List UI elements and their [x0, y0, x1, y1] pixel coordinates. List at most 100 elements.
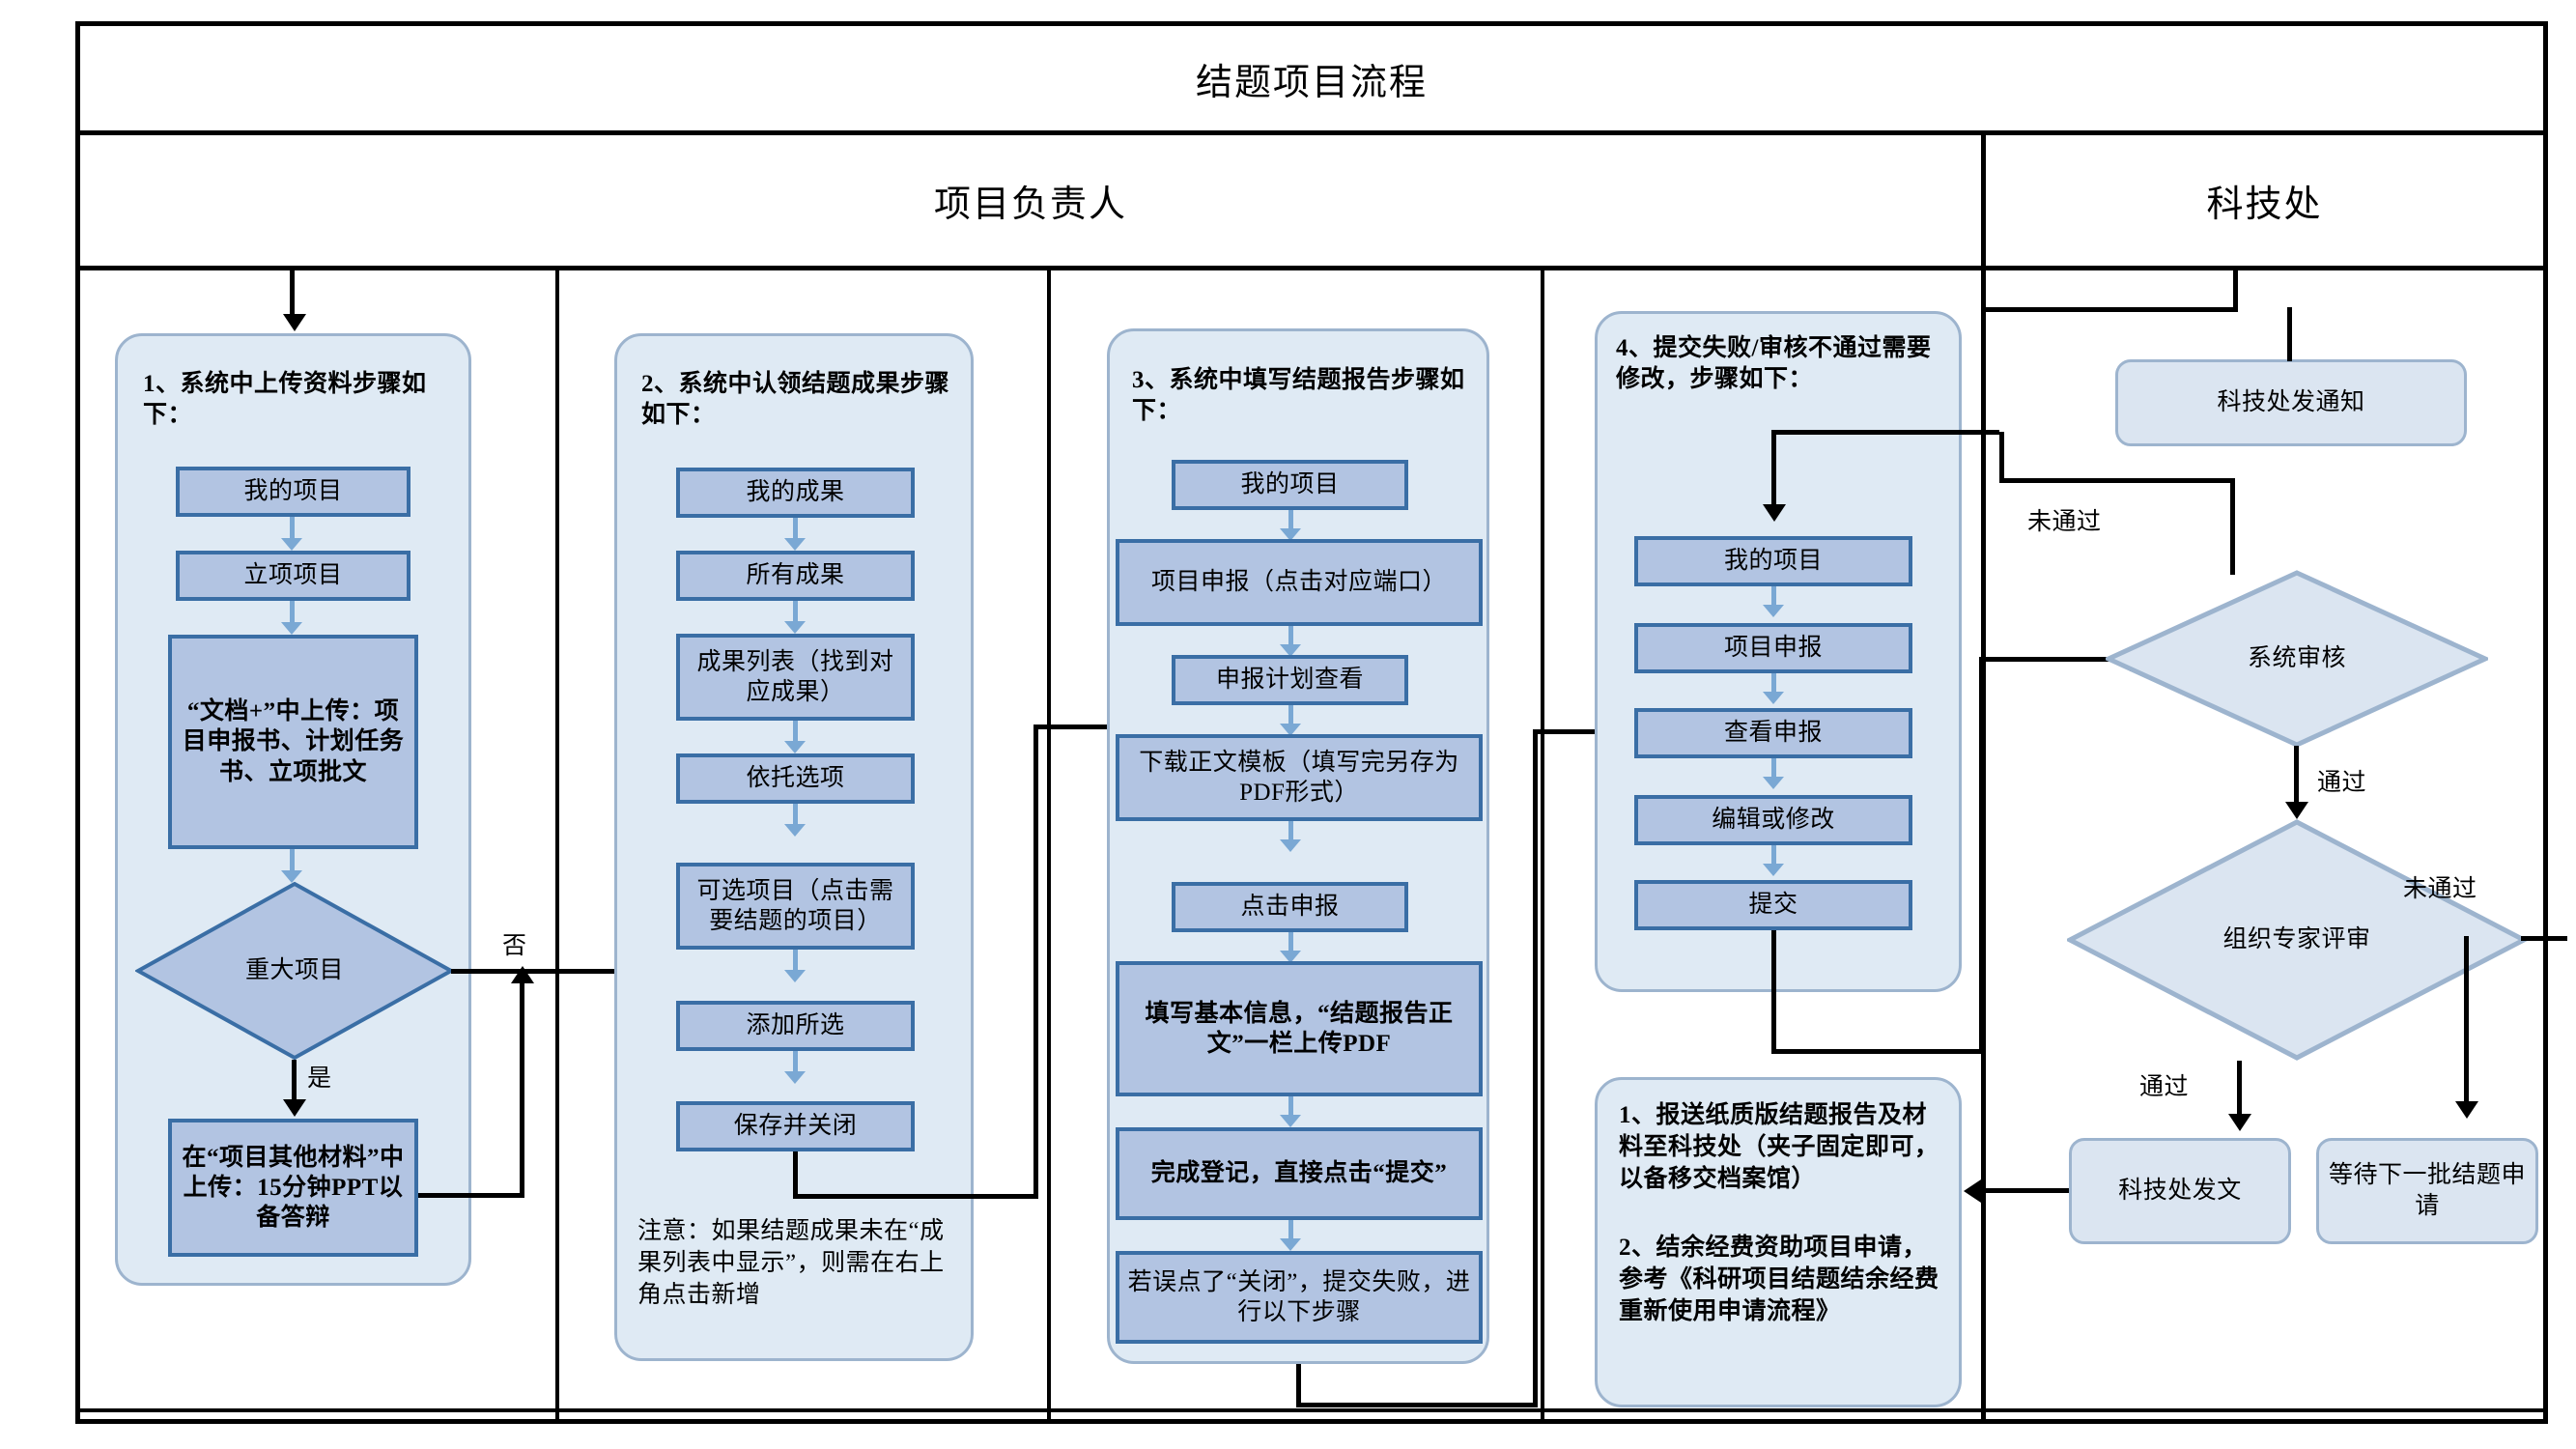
- g2-step-3[interactable]: 成果列表（找到对应成果）: [676, 634, 915, 721]
- g3-step-7[interactable]: 完成登记，直接点击“提交”: [1116, 1127, 1483, 1220]
- g3-arrow-4: [1279, 821, 1302, 852]
- g1-branch-no-label: 否: [502, 933, 527, 959]
- g4-step-1[interactable]: 我的项目: [1634, 536, 1912, 586]
- g2-step-2[interactable]: 所有成果: [676, 551, 915, 601]
- g3-arrow-2: [1279, 626, 1302, 657]
- office-dispatch-connector: [1982, 1188, 2069, 1193]
- g3-step-3[interactable]: 申报计划查看: [1172, 655, 1408, 705]
- g2-step-7[interactable]: 保存并关闭: [676, 1101, 915, 1151]
- g2-arrow-2: [783, 601, 807, 634]
- g4-step-3[interactable]: 查看申报: [1634, 708, 1912, 758]
- decision-expert-label: 组织专家评审: [2222, 926, 2371, 953]
- g1-step-3[interactable]: “文档+”中上传：项目申报书、计划任务书、立项批文: [168, 635, 418, 849]
- g3-step-5[interactable]: 点击申报: [1172, 882, 1408, 932]
- g2-arrow-3: [783, 721, 807, 753]
- notice-entry-vertical: [2287, 307, 2292, 361]
- column-divider-1: [555, 268, 559, 1424]
- g4-exit-horizontal-2: [1979, 657, 2133, 662]
- group-3-heading: 3、系统中填写结题报告步骤如下：: [1132, 367, 1465, 424]
- g3-step-8[interactable]: 若误点了“关闭”，提交失败，进行以下步骤: [1116, 1251, 1483, 1344]
- g3-arrow-3: [1279, 705, 1302, 736]
- g2-exit-vertical-2: [1033, 724, 1038, 1198]
- g3-step-2[interactable]: 项目申报（点击对应端口）: [1116, 539, 1483, 626]
- notice-entry-vertical-top: [2233, 270, 2238, 310]
- decision-expert-review[interactable]: 组织专家评审: [2064, 819, 2530, 1061]
- lane-header-owner: 项目负责人: [933, 185, 1127, 225]
- g4-step-2[interactable]: 项目申报: [1634, 623, 1912, 673]
- g1-arrow-1: [280, 517, 303, 551]
- g1-loop-horizontal: [418, 1193, 524, 1198]
- g3-step-6[interactable]: 填写基本信息，“结题报告正文”一栏上传PDF: [1116, 961, 1483, 1096]
- group-5-container: [1595, 1077, 1962, 1407]
- g2-step-6[interactable]: 添加所选: [676, 1001, 915, 1051]
- g3-arrow-1: [1279, 510, 1302, 541]
- g1-decision-major-project[interactable]: 重大项目: [133, 881, 456, 1061]
- group-2-heading: 2、系统中认领结题成果步骤如下：: [641, 371, 950, 428]
- g2-arrow-5: [783, 950, 807, 982]
- decision-system-label: 系统审核: [2247, 645, 2346, 672]
- group-4-heading: 4、提交失败/审核不通过需要修改，步骤如下：: [1616, 335, 1932, 392]
- g2-arrow-4: [783, 804, 807, 837]
- g2-step-5[interactable]: 可选项目（点击需要结题的项目）: [676, 863, 915, 950]
- pass1-vertical: [2294, 746, 2299, 806]
- g1-yes-connector-arrowhead: [283, 1099, 306, 1117]
- g4-step-5[interactable]: 提交: [1634, 880, 1912, 930]
- fail2-arrowhead: [2455, 1101, 2478, 1119]
- column-divider-3: [1541, 268, 1544, 1424]
- notice-entry-horizontal: [1984, 307, 2238, 312]
- g2-arrow-1: [783, 518, 807, 551]
- result-pass-box[interactable]: 科技处发文: [2069, 1138, 2291, 1244]
- g4-arrow-2: [1762, 673, 1785, 704]
- diagram-frame: [75, 21, 2548, 1424]
- g4-arrow-1: [1762, 586, 1785, 617]
- group-1-heading: 1、系统中上传资料步骤如下：: [143, 371, 427, 428]
- g2-note: 注意：如果结题成果未在“成果列表中显示”，则需在右上角点击新增: [637, 1218, 945, 1308]
- g2-step-4[interactable]: 依托选项: [676, 753, 915, 804]
- g1-step-2[interactable]: 立项项目: [176, 551, 410, 601]
- g4-exit-vertical: [1771, 930, 1776, 1054]
- bottom-band-divider: [75, 1408, 2548, 1412]
- entry-connector-arrowhead: [283, 314, 306, 331]
- g1-step-after-yes[interactable]: 在“项目其他材料”中上传：15分钟PPT以备答辩: [168, 1119, 418, 1257]
- label-pass-2: 通过: [2139, 1074, 2190, 1100]
- g5-paragraph-2: 2、结余经费资助项目申请，参考《科研项目结题结余经费重新使用申请流程》: [1619, 1235, 1939, 1324]
- g1-arrow-2: [280, 601, 303, 635]
- g4-entry-arrowhead: [1763, 504, 1786, 522]
- fail1-horizontal: [1999, 478, 2235, 483]
- g1-loop-arrowhead: [511, 966, 534, 983]
- g1-decision-label: 重大项目: [244, 957, 344, 984]
- g1-no-connector-horizontal: [451, 969, 623, 974]
- lane-header-office: 科技处: [2206, 185, 2323, 225]
- pass2-vertical: [2237, 1061, 2242, 1119]
- page-title: 结题项目流程: [1195, 62, 1428, 103]
- g3-step-4[interactable]: 下载正文模板（填写完另存为PDF形式）: [1116, 734, 1483, 821]
- g4-exit-vertical-2: [1979, 657, 1984, 1054]
- pass1-arrowhead: [2285, 802, 2308, 819]
- decision-system-review[interactable]: 系统审核: [2102, 570, 2492, 748]
- g3-exit-vertical: [1296, 1364, 1301, 1406]
- g1-yes-connector-vertical: [292, 1060, 297, 1104]
- label-pass-1: 通过: [2317, 770, 2367, 796]
- lane-header-divider: [75, 266, 2548, 270]
- g1-branch-yes-label: 是: [307, 1065, 332, 1092]
- fail1-vertical-down: [1999, 432, 2004, 480]
- diamond-shape: [2064, 819, 2530, 1061]
- g2-step-1[interactable]: 我的成果: [676, 468, 915, 518]
- g3-step-1[interactable]: 我的项目: [1172, 460, 1408, 510]
- diamond-shape: [2102, 570, 2492, 748]
- g1-loop-vertical: [520, 980, 524, 1198]
- notice-box[interactable]: 科技处发通知: [2115, 359, 2467, 446]
- g4-arrow-4: [1762, 845, 1785, 876]
- column-divider-2: [1047, 268, 1051, 1424]
- g3-arrow-7: [1279, 1220, 1302, 1251]
- fail1-vertical: [2230, 478, 2235, 575]
- g3-arrow-6: [1279, 1096, 1302, 1127]
- g2-exit-horizontal: [793, 1194, 1038, 1199]
- result-fail-box[interactable]: 等待下一批结题申请: [2316, 1138, 2538, 1244]
- g3-exit-vertical-2: [1533, 729, 1538, 1406]
- g1-step-1[interactable]: 我的项目: [176, 467, 410, 517]
- g4-step-4[interactable]: 编辑或修改: [1634, 795, 1912, 845]
- title-row-divider: [75, 130, 2548, 135]
- g2-exit-vertical: [793, 1151, 798, 1198]
